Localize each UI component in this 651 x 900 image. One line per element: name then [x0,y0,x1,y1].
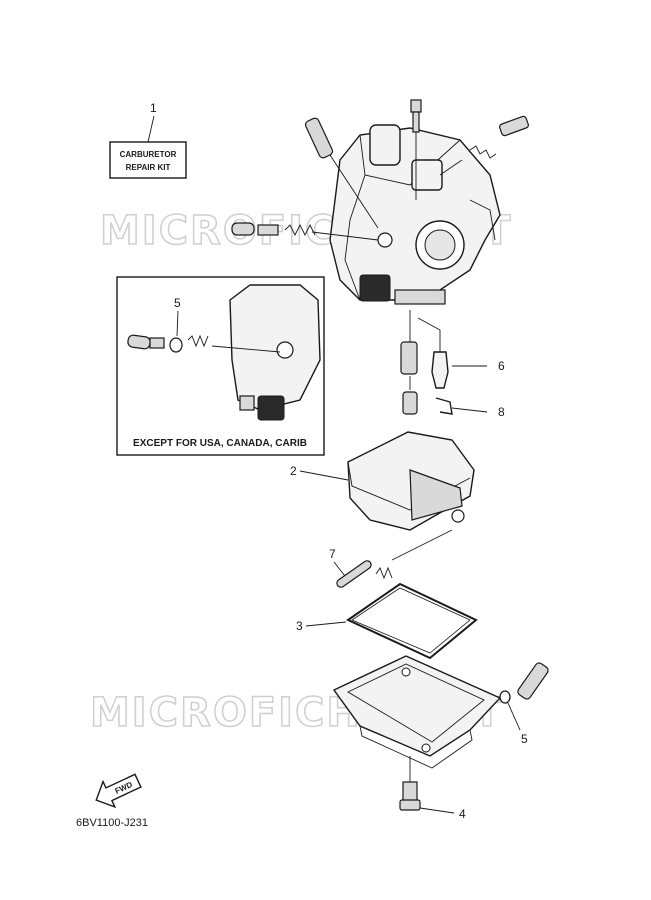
callout-5: 5 [521,732,528,746]
top-screw-center [410,99,422,200]
svg-text:5: 5 [521,732,528,746]
svg-text:7: 7 [329,547,336,561]
svg-text:3: 3 [296,619,303,633]
inset-caption: EXCEPT FOR USA, CANADA, CARIB [133,438,307,449]
callout-8: 8 [498,405,505,419]
callout-1: 1 [147,101,157,143]
bowl-screw [399,756,421,811]
kit-box-line2: REPAIR KIT [126,163,171,172]
needle-valve-clip [435,397,488,415]
svg-text:2: 2 [290,464,297,478]
float-chamber [332,655,502,769]
inset-box: 5 EXCEPT FOR USA, CANADA, CARIB [116,276,325,456]
callout-4: 4 [419,807,466,821]
callout-5-inset: 5 [174,296,181,310]
svg-text:6: 6 [498,359,505,373]
callout-2: 2 [290,464,349,481]
carburetor-repair-kit-box: CARBURETOR REPAIR KIT [109,141,187,179]
side-screw-assembly [231,222,379,241]
carburetor-body [329,124,501,305]
float-pin [336,529,453,588]
callout-3: 3 [296,619,347,633]
drain-screw [499,662,549,731]
top-screw-left [304,117,379,229]
float-chamber-gasket [345,582,478,660]
svg-text:4: 4 [459,807,466,821]
svg-text:1: 1 [150,101,157,115]
top-screw-right [439,115,529,176]
callout-6: 6 [498,359,505,373]
callout-7: 7 [329,547,346,577]
kit-box-line1: CARBURETOR [120,150,177,159]
needle-valve [417,317,487,389]
fwd-arrow-icon: FWD [95,773,142,809]
float [347,431,475,531]
main-jet-parts [400,310,418,415]
svg-text:8: 8 [498,405,505,419]
diagram-code: 6BV1100-J231 [76,817,148,829]
